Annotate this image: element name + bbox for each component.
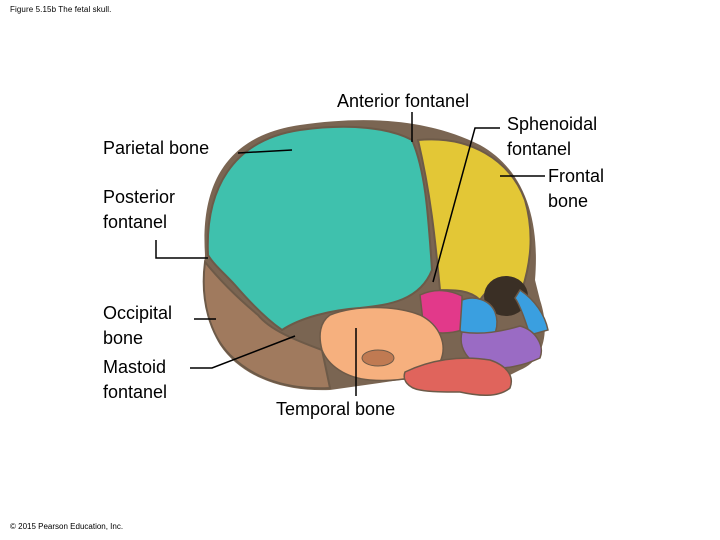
label-frontal-bone: Frontal bone [548, 166, 605, 211]
label-mastoid-fontanel: Mastoid fontanel [103, 357, 168, 402]
leader-sphenoidal-fontanel [432, 127, 500, 283]
leader-parietal-bone [237, 149, 293, 154]
orbit-shape [484, 276, 528, 316]
label-sphenoidal-fontanel: Sphenoidal fontanel [507, 114, 598, 159]
label-anterior-fontanel: Anterior fontanel [337, 91, 470, 111]
figure-caption: Figure 5.15b The fetal skull. [10, 5, 112, 14]
label-occipital-bone: Occipital bone [103, 303, 173, 348]
copyright-notice: © 2015 Pearson Education, Inc. [10, 522, 124, 531]
occipital-bone-shape [202, 259, 332, 390]
ear-canal-shape [361, 349, 395, 367]
mandible-shape [403, 357, 512, 396]
leader-mastoid-fontanel [190, 335, 296, 369]
label-parietal-bone: Parietal bone [103, 138, 210, 158]
label-temporal-bone: Temporal bone [276, 399, 396, 419]
leader-posterior-fontanel [155, 240, 208, 259]
parietal-bone-shape [206, 125, 434, 332]
label-posterior-fontanel: Posterior fontanel [103, 187, 176, 232]
